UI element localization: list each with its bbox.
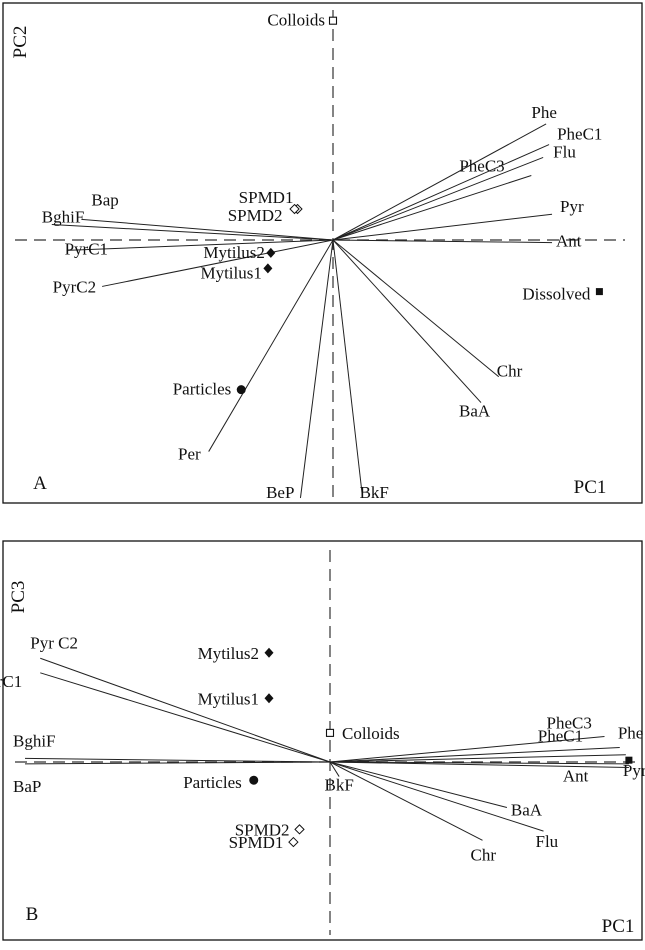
panel-b-vector-flu bbox=[329, 761, 544, 832]
panel-b-vector-ant bbox=[329, 761, 629, 768]
panel-a-vector-ant-label: Ant bbox=[556, 232, 582, 251]
panel-a-sample-dissolved-marker bbox=[595, 288, 603, 296]
panel-b-vector-pyrc1-label: PyrC1 bbox=[0, 672, 22, 691]
panel-b-vector-pyr-c2-label: Pyr C2 bbox=[30, 633, 78, 652]
panel-a-vector-baa bbox=[332, 239, 482, 403]
panel-a-sample-mytilus2-label: Mytilus2 bbox=[203, 243, 264, 262]
panel-b-vector-phec3 bbox=[329, 736, 605, 763]
panel-a-sample-spmd2-marker bbox=[289, 203, 300, 215]
panel-b-sample-spmd2-label: SPMD2 bbox=[235, 820, 290, 839]
panel-b-sample-points: Mytilus2Mytilus1ColloidsParticlesSPMD2SP… bbox=[183, 644, 633, 852]
panel-b-sample-particles-label: Particles bbox=[183, 773, 242, 792]
panel-a-vector-bep-label: BeP bbox=[266, 483, 294, 502]
panel-a-xlabel: PC1 bbox=[574, 477, 607, 498]
panel-a-vector-phec1-label: PheC1 bbox=[557, 125, 602, 144]
panel-b-vector-pyrc1 bbox=[40, 672, 331, 763]
panel-b-sample-spmd1-marker bbox=[288, 836, 299, 848]
panel-a-vector-pyr bbox=[332, 213, 553, 241]
panel-a-vector-pyrc2-label: PyrC2 bbox=[53, 277, 96, 296]
panel-a-vector-pyr-label: Pyr bbox=[560, 197, 584, 216]
panel-a-vector-per bbox=[208, 239, 334, 452]
panel-b-sample-mytilus1-marker bbox=[264, 693, 274, 704]
panel-a-vector-baa-label: BaA bbox=[459, 402, 491, 421]
panel-a-sample-particles-marker bbox=[236, 385, 246, 395]
panel-b-sample-mytilus2-label: Mytilus2 bbox=[198, 644, 259, 663]
panel-b-vector-pyr-c2 bbox=[40, 657, 331, 763]
panel-b-vector-ant-label: Ant bbox=[563, 766, 589, 785]
panel-b-vector-phe-label: Phe bbox=[618, 724, 644, 743]
panel-b-vector-bap-label: BaP bbox=[13, 777, 41, 796]
panel-b-vector-flu-label: Flu bbox=[536, 832, 559, 851]
panel-b-vector-baa bbox=[329, 761, 508, 808]
panel-a-vector-chr-label: Chr bbox=[497, 362, 523, 381]
panel-a-vector-flu-label: Flu bbox=[553, 142, 576, 161]
panel-b-vector-bkf bbox=[329, 761, 340, 777]
panel-a-vector-phec1 bbox=[332, 144, 550, 241]
panel-a-vector-phe-label: Phe bbox=[531, 103, 557, 122]
panel-b-vector-pyr-label: Pyr bbox=[623, 761, 645, 780]
panel-a-sample-colloids-label: Colloids bbox=[267, 11, 325, 30]
panel-b-frame bbox=[2, 540, 643, 941]
panel-a-sample-spmd1-label: SPMD1 bbox=[239, 188, 294, 207]
panel-a-vector-bkf-label: BkF bbox=[360, 483, 389, 502]
panel-b-sample-colloids-marker bbox=[325, 728, 335, 737]
panel-b-vector-phe bbox=[329, 754, 626, 763]
panel-b-vector-phec1 bbox=[329, 746, 620, 763]
panel-a-vector-pyrc1 bbox=[66, 239, 334, 251]
panel-a-vector-chr bbox=[332, 239, 500, 378]
panel-b-label: B bbox=[26, 904, 39, 925]
panel-b-xlabel: PC1 bbox=[602, 916, 635, 937]
panel-a-vector-phec3-label: PheC3 bbox=[459, 157, 504, 176]
panel-a-vector-bep bbox=[299, 239, 334, 499]
panel-b-ylabel: PC3 bbox=[8, 581, 29, 614]
panel-a-vector-per-label: Per bbox=[178, 445, 201, 464]
panel-b-vector-baa-label: BaA bbox=[511, 801, 543, 820]
panel-a-vector-bghif-label: BghiF bbox=[42, 208, 85, 227]
panel-b-vector-phec1-label: PheC1 bbox=[538, 726, 583, 745]
panel-a-vector-phec3 bbox=[332, 175, 532, 241]
panel-b-vector-bghif bbox=[24, 757, 331, 763]
panel-a-vector-phe bbox=[332, 123, 547, 241]
panel-b-sample-mytilus1-label: Mytilus1 bbox=[198, 689, 259, 708]
panel-b-vector-bghif-label: BghiF bbox=[13, 731, 56, 750]
panel-a-sample-mytilus2-marker bbox=[266, 247, 276, 258]
panel-a-vector-pyrc2 bbox=[102, 239, 334, 287]
panel-a-vector-bap bbox=[81, 218, 334, 241]
panel-a-vector-bghif bbox=[51, 224, 334, 241]
panel-a-sample-dissolved-label: Dissolved bbox=[522, 285, 591, 304]
panel-b-vector-chr bbox=[329, 761, 483, 841]
panel-b-vector-chr-label: Chr bbox=[471, 845, 497, 864]
panel-a-sample-particles-label: Particles bbox=[173, 380, 232, 399]
panel-a-vector-bap-label: Bap bbox=[91, 190, 118, 209]
panel-a-vector-bkf bbox=[332, 239, 364, 499]
panel-a-sample-mytilus1-marker bbox=[263, 263, 273, 274]
panel-a-vector-ant bbox=[332, 239, 553, 244]
panel-a-vector-pyrc1-label: PyrC1 bbox=[65, 239, 108, 258]
panel-b-sample-spmd2-marker bbox=[294, 824, 305, 835]
panel-b-vector-pyr bbox=[329, 761, 629, 765]
panel-b-vector-phec3-label: PheC3 bbox=[547, 714, 592, 733]
panel-b-sample-spmd1-label: SPMD1 bbox=[229, 833, 284, 852]
panel-a-sample-colloids-marker bbox=[328, 16, 338, 25]
panel-b-sample-mytilus2-marker bbox=[264, 647, 274, 658]
panel-a-frame bbox=[2, 2, 643, 504]
panel-a-sample-points: ColloidsSPMD1SPMD2Mytilus2Mytilus1Dissol… bbox=[173, 11, 603, 399]
panel-a-sample-mytilus1-label: Mytilus1 bbox=[200, 263, 261, 282]
panel-b-vector-bap bbox=[24, 761, 331, 765]
panel-b-vector-bkf-label: BkF bbox=[325, 776, 354, 795]
panel-a-label: A bbox=[33, 473, 47, 494]
panel-a-vector-flu bbox=[332, 156, 544, 241]
panel-b-sample-colloids-label: Colloids bbox=[342, 724, 400, 743]
panel-a-sample-spmd2-label: SPMD2 bbox=[228, 206, 283, 225]
panel-b-sample-dissolved-marker bbox=[625, 756, 633, 764]
panel-b-sample-particles-marker bbox=[249, 775, 259, 785]
panel-a-ylabel: PC2 bbox=[10, 26, 31, 59]
